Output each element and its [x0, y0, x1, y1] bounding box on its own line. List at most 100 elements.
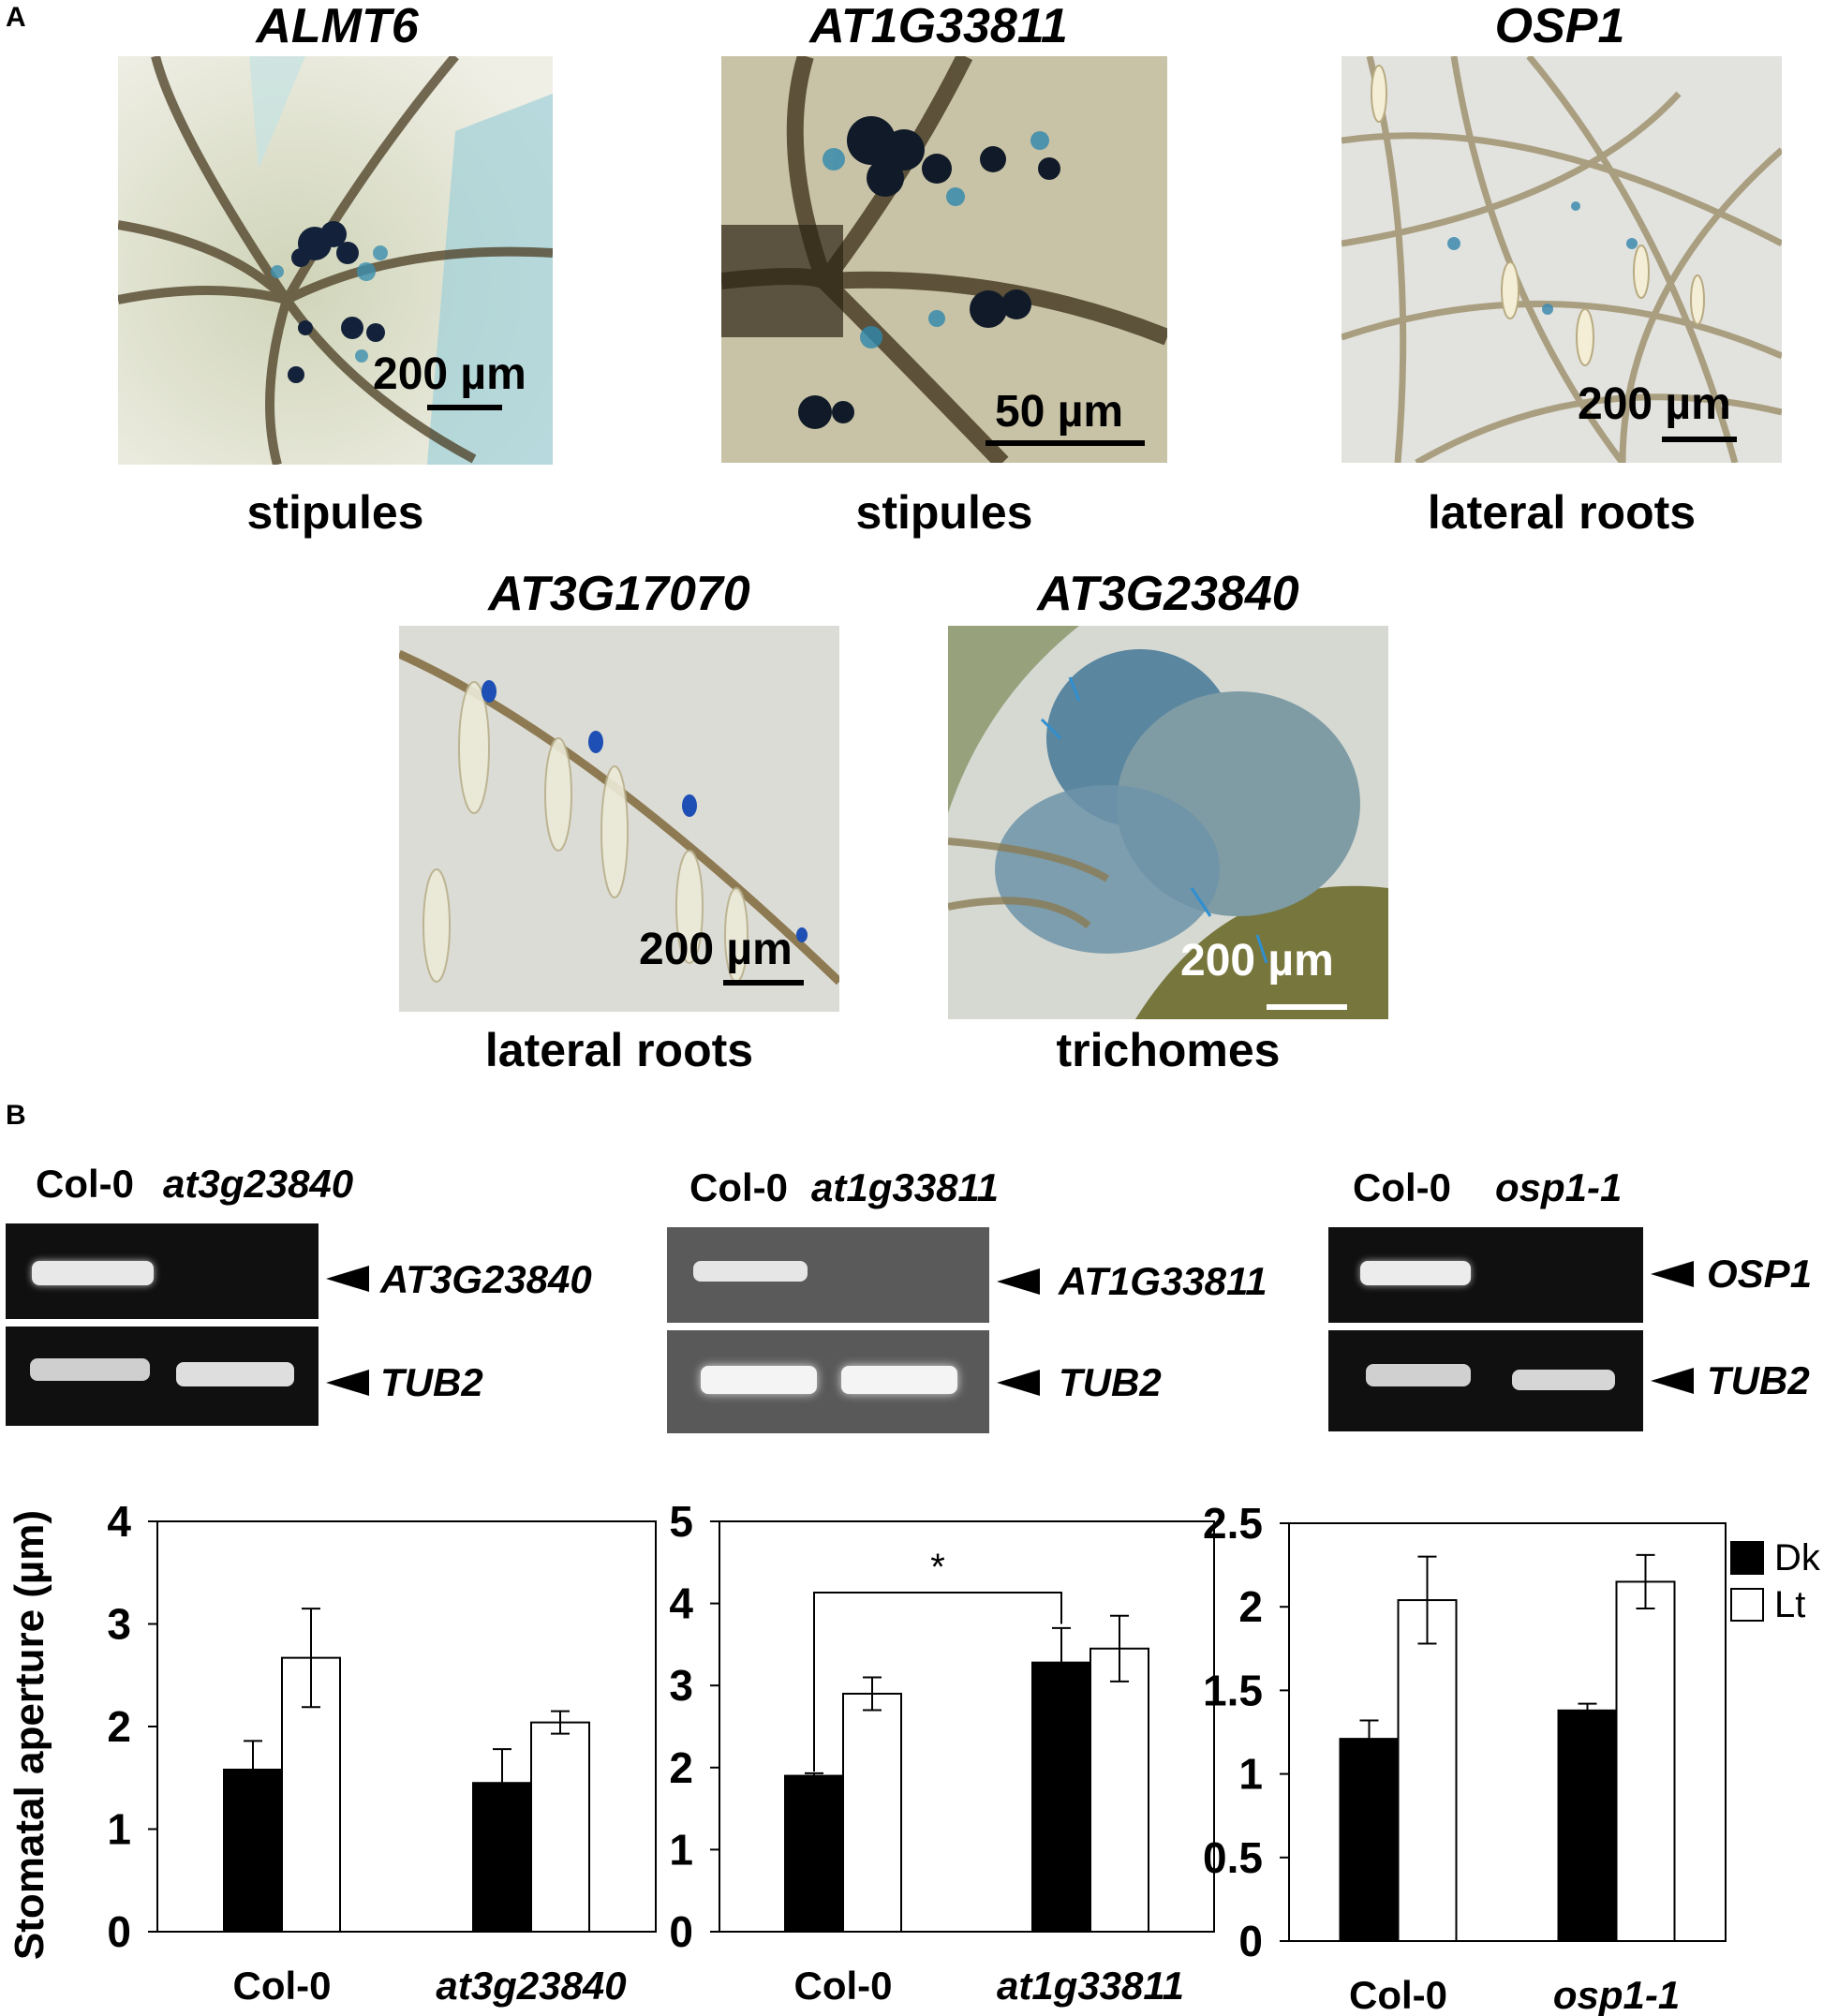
gel1-lane-col0: Col-0: [36, 1162, 134, 1206]
micrograph-at3g17070: 200 µm: [399, 626, 839, 1012]
gene-title-at1g33811: AT1G33811: [809, 0, 1068, 53]
gel3-target-arrow-icon: [1651, 1261, 1694, 1287]
chart1-bar-lt-2: [530, 1721, 590, 1933]
chart2-bar-dk-2: [1031, 1661, 1091, 1933]
legend-swatch-lt: [1730, 1588, 1764, 1622]
micrograph-at1g33811: 50 µm: [721, 56, 1167, 463]
gel2-lane-col0: Col-0: [689, 1165, 788, 1209]
gel2-tub2-label: TUB2: [1059, 1360, 1162, 1404]
micrograph-osp1: 200 µm: [1341, 56, 1782, 463]
chart1-ylabel: Stomatal aperture (µm): [7, 1510, 52, 1960]
gel1-target-label: AT3G23840: [380, 1257, 592, 1301]
gel2-tub2-gel: [667, 1330, 989, 1433]
chart3-ytick-label: 0.5: [1203, 1833, 1263, 1882]
chart1-ytick-label: 1: [107, 1805, 131, 1854]
gel2-target-label: AT1G33811: [1059, 1259, 1267, 1303]
chart1-ytick-label: 2: [107, 1702, 131, 1751]
scale-bar-at1g33811: [986, 440, 1145, 446]
chart3-bar-dk-2: [1557, 1709, 1618, 1943]
chart2-bar-dk-1: [784, 1774, 844, 1933]
gene-title-at3g23840: AT3G23840: [1037, 567, 1299, 621]
tissue-label-at1g33811: stipules: [855, 486, 1033, 539]
tissue-label-at3g17070: lateral roots: [484, 1024, 754, 1076]
tissue-label-almt6: stipules: [246, 486, 424, 539]
gel3-tub2-band-mutant: [1512, 1370, 1615, 1390]
chart3-ytick-label: 2: [1238, 1582, 1263, 1631]
legend-label-lt: Lt: [1774, 1584, 1805, 1625]
chart1-ytick-label: 3: [107, 1600, 131, 1649]
gel3-tub2-band-col0: [1366, 1364, 1471, 1386]
chart3-ytick-label: 1: [1238, 1750, 1263, 1799]
scale-bar-osp1: [1662, 437, 1737, 442]
legend-label-dk: Dk: [1774, 1537, 1821, 1579]
chart2-category-label: at1g33811: [997, 1964, 1184, 2008]
gel3-tub2-label: TUB2: [1707, 1358, 1810, 1402]
scale-bar-almt6: [427, 405, 502, 410]
chart3-ytick-label: 1.5: [1203, 1666, 1263, 1714]
chart2-bar-lt-1: [842, 1692, 902, 1933]
gel2-tub2-band-mutant: [841, 1366, 957, 1394]
gel2-target-gel: [667, 1227, 989, 1323]
gel1-tub2-band-col0: [30, 1358, 150, 1381]
gel1-tub2-label: TUB2: [380, 1360, 483, 1404]
chart3-frame: [1288, 1522, 1727, 1942]
chart3-bar-lt-2: [1615, 1580, 1676, 1942]
tissue-label-osp1: lateral roots: [1427, 486, 1697, 539]
chart1-category-label: at3g23840: [436, 1964, 626, 2008]
gel3-tub2-gel: [1328, 1330, 1643, 1431]
chart3-ytick-label: 0: [1238, 1917, 1263, 1965]
chart2-ytick-label: 2: [669, 1743, 693, 1792]
chart2-bar-lt-2: [1089, 1647, 1149, 1933]
chart3-category-label: Col-0: [1349, 1973, 1447, 2016]
scale-label-at3g17070: 200 µm: [639, 925, 793, 974]
gel2-tub2-band-col0: [701, 1366, 817, 1394]
chart2-significance-bracket: [813, 1592, 1062, 1772]
gel2-tub2-arrow-icon: [997, 1370, 1040, 1396]
chart3-category-label: osp1-1: [1553, 1973, 1680, 2016]
chart2-ytick-label: 3: [669, 1661, 693, 1710]
gel3-target-label: OSP1: [1707, 1252, 1813, 1296]
gel2-target-arrow-icon: [997, 1268, 1040, 1295]
gel1-tub2-arrow-icon: [326, 1370, 369, 1396]
scale-bar-at3g17070: [723, 980, 804, 986]
gel1-target-gel: [6, 1223, 319, 1319]
micrograph-at3g23840: 200 µm: [948, 626, 1388, 1019]
gene-title-almt6: ALMT6: [256, 0, 419, 53]
legend-swatch-dk: [1730, 1541, 1764, 1575]
chart2-ytick-label: 5: [669, 1497, 693, 1546]
chart1-ytick-label: 4: [107, 1497, 131, 1546]
gel3-lane-col0: Col-0: [1353, 1165, 1451, 1209]
scale-label-osp1: 200 µm: [1578, 379, 1731, 429]
gel3-target-gel: [1328, 1227, 1643, 1323]
gel2-target-band-col0: [693, 1261, 808, 1282]
panel-a-letter: A: [6, 2, 26, 33]
gene-title-osp1: OSP1: [1494, 0, 1625, 53]
gel1-lane-mutant: at3g23840: [163, 1162, 354, 1206]
chart1-bar-dk-2: [472, 1782, 532, 1933]
scale-label-almt6: 200 µm: [373, 349, 526, 399]
gel3-lane-mutant: osp1-1: [1495, 1165, 1623, 1209]
gel3-target-band-col0: [1360, 1261, 1471, 1285]
scale-label-at3g23840: 200 µm: [1180, 936, 1334, 986]
chart2-ytick-label: 0: [669, 1907, 693, 1956]
gel1-target-band-col0: [32, 1261, 154, 1285]
tissue-label-at3g23840: trichomes: [1056, 1024, 1281, 1076]
chart3-bar-lt-1: [1397, 1599, 1458, 1942]
gel3-tub2-arrow-icon: [1651, 1368, 1694, 1394]
panel-b-letter: B: [6, 1100, 26, 1131]
scale-label-at1g33811: 50 µm: [995, 387, 1124, 437]
chart2-ytick-label: 4: [669, 1579, 693, 1628]
gel1-target-arrow-icon: [326, 1266, 369, 1292]
chart2-frame: [719, 1520, 1215, 1933]
chart2-category-label: Col-0: [794, 1964, 893, 2008]
gel1-tub2-gel: [6, 1327, 319, 1426]
gel2-lane-mutant: at1g33811: [811, 1165, 1000, 1209]
gene-title-at3g17070: AT3G17070: [488, 567, 750, 621]
gel1-tub2-band-mutant: [176, 1362, 294, 1386]
chart2-ytick-label: 1: [669, 1825, 693, 1874]
scale-bar-at3g23840: [1267, 1004, 1347, 1010]
chart1-category-label: Col-0: [233, 1964, 332, 2008]
chart3-ytick-label: 2.5: [1203, 1499, 1263, 1548]
micrograph-almt6: 200 µm: [118, 56, 553, 465]
